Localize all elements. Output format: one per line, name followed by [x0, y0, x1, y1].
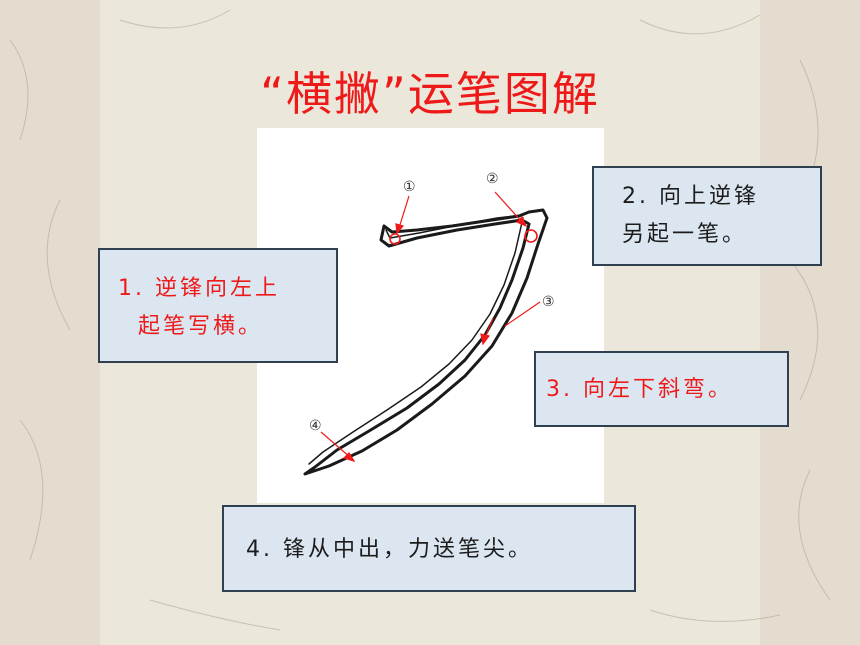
heng-pie-stroke-outline	[303, 208, 549, 476]
note-3-line-1: 3. 向左下斜弯。	[546, 377, 733, 402]
note-step-4: 4. 锋从中出，力送笔尖。	[222, 505, 636, 592]
step-marker-4: ④	[309, 418, 322, 434]
slide-title: “横撇”运笔图解	[260, 67, 600, 121]
note-step-2: 2. 向上逆锋 另起一笔。	[592, 166, 822, 266]
note-1-line-2: 起笔写横。	[138, 314, 264, 339]
arrow-1-icon	[398, 195, 410, 229]
arrow-flow-icon	[484, 317, 494, 339]
arrow-4-icon	[320, 431, 352, 459]
arrow-3-icon	[504, 301, 541, 327]
step-marker-3: ③	[542, 294, 555, 310]
note-step-3: 3. 向左下斜弯。	[534, 351, 789, 427]
step-marker-2: ②	[486, 171, 499, 187]
start-point-2-marker	[524, 229, 538, 243]
stroke-diagram: ① ② ③ ④	[303, 171, 555, 476]
note-2-line-1: 2. 向上逆锋	[622, 184, 759, 209]
note-1-line-1: 1. 逆锋向左上	[118, 276, 280, 301]
start-point-1-marker	[389, 233, 401, 245]
arrow-2-icon	[494, 191, 523, 223]
step-marker-1: ①	[403, 179, 416, 195]
note-step-1: 1. 逆锋向左上 起笔写横。	[98, 248, 338, 363]
note-2-line-2: 另起一笔。	[622, 222, 748, 247]
note-4-line-1: 4. 锋从中出，力送笔尖。	[246, 537, 533, 562]
